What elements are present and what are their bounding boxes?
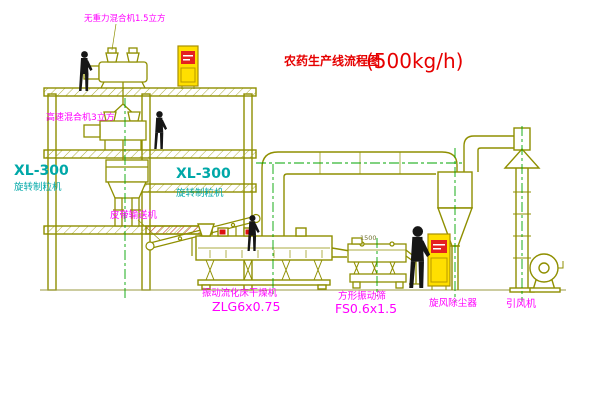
damper-indicator bbox=[219, 229, 226, 235]
label-granulator-mid-name: 旋转制粒机 bbox=[176, 187, 224, 199]
centerlines bbox=[124, 98, 523, 302]
granulator bbox=[105, 159, 149, 227]
cabinet-door bbox=[180, 67, 196, 83]
fan-hub bbox=[538, 262, 550, 274]
label-screen-model: FS0.6x1.5 bbox=[335, 301, 397, 316]
granulator-cone bbox=[107, 181, 147, 199]
label-dryer-name: 振动流化床干燥机 bbox=[202, 287, 278, 299]
gravity-mixer bbox=[83, 47, 148, 117]
dryer-inlet-hopper bbox=[197, 223, 215, 237]
person-figure-4 bbox=[409, 226, 431, 288]
screen-dimension: 1500 bbox=[360, 234, 377, 242]
mixer-body bbox=[99, 120, 147, 141]
induced-draft-fan bbox=[529, 253, 564, 293]
dryer-base bbox=[197, 279, 331, 286]
damper-indicator bbox=[245, 229, 252, 235]
label-granulator-mid-model: XL-300 bbox=[176, 166, 231, 182]
granulator-body bbox=[105, 159, 149, 183]
dryer-discharge-chute bbox=[331, 247, 351, 258]
vibrating-screen bbox=[347, 237, 420, 289]
fluidized-bed-dryer bbox=[195, 223, 351, 290]
label-screen-name: 方形振动筛 bbox=[338, 290, 386, 302]
label-belt-conveyor: 皮带输送机 bbox=[110, 209, 158, 221]
conveyor-pulley bbox=[145, 241, 155, 251]
control-cabinet-1 bbox=[177, 45, 199, 89]
screen-base bbox=[349, 273, 407, 283]
cabinet-door bbox=[430, 257, 448, 283]
floor-slab bbox=[43, 87, 257, 97]
mixer-motor bbox=[83, 124, 101, 138]
label-fan: 引风机 bbox=[506, 297, 536, 310]
screen-springs bbox=[353, 261, 396, 275]
exhaust-duct bbox=[261, 151, 458, 236]
diagram-title: 农药生产线流程图 bbox=[283, 53, 380, 68]
cabinet-panel bbox=[181, 51, 195, 64]
label-granulator-left-name: 旋转制粒机 bbox=[14, 181, 62, 193]
label-granulator-left-model: XL-300 bbox=[14, 163, 69, 179]
control-cabinet-2 bbox=[427, 233, 451, 290]
mixer-body bbox=[98, 61, 148, 83]
person-figure-2 bbox=[154, 111, 168, 149]
label-gravity-mixer: 无重力混合机1.5立方 bbox=[84, 13, 166, 24]
diagram-title-capacity: (500kg/h) bbox=[366, 49, 463, 73]
dryer-springs bbox=[205, 259, 323, 281]
high-speed-mixer bbox=[83, 111, 147, 160]
label-high-speed-mixer: 高速混合机3立方 bbox=[46, 111, 115, 123]
label-cyclone: 旋风除尘器 bbox=[429, 297, 477, 309]
floor-slab bbox=[43, 149, 257, 159]
label-dryer-model: ZLG6x0.75 bbox=[212, 299, 280, 314]
leader-lines bbox=[111, 23, 161, 241]
cyclone-outlet-pipe bbox=[463, 135, 516, 172]
cabinet-panel bbox=[431, 240, 447, 253]
